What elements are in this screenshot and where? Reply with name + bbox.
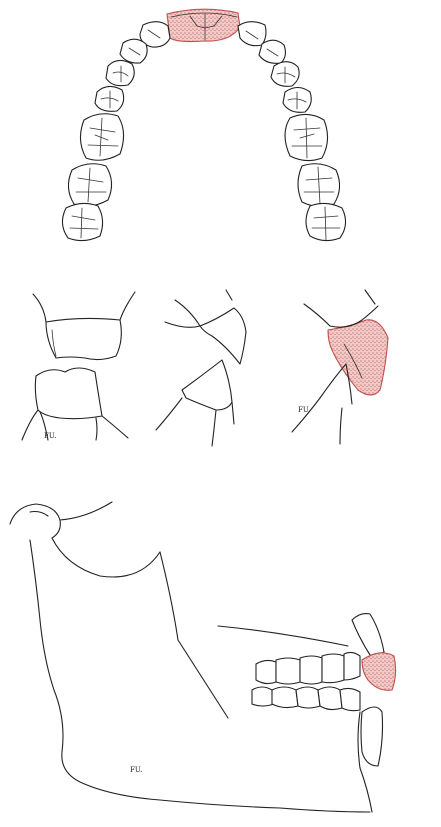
tooth-third-molar-left [62, 203, 102, 240]
upper-arch-occlusal [62, 9, 345, 240]
upper-incisor-crown [46, 318, 121, 359]
tooth-first-premolar-left [106, 60, 134, 85]
signature-lateral: FU. [298, 406, 310, 414]
lower-dentition [252, 687, 360, 711]
tooth-second-premolar-left [95, 86, 124, 111]
mandible-restoration [362, 653, 396, 690]
upper-dentition [256, 652, 360, 684]
incisor-frontal: FU. [22, 292, 135, 440]
incisor-lateral [156, 290, 246, 446]
restored-central-incisors [167, 9, 240, 41]
tooth-lateral-incisor-right [238, 22, 266, 46]
mandible-lateral: FU. [10, 502, 396, 812]
incisor-lateral-restored: FU. [292, 290, 388, 444]
upper-incisor-profile [352, 614, 384, 658]
lower-incisor-crown [35, 368, 102, 419]
upper-incisor-lateral [200, 308, 246, 364]
signature-frontal: FU. [44, 432, 56, 440]
lower-incisor-lateral [182, 360, 232, 410]
signature-mandible: FU. [130, 766, 142, 774]
restoration-veneer [328, 320, 388, 395]
lower-incisor-profile [361, 707, 383, 766]
tooth-canine-right [259, 40, 285, 63]
